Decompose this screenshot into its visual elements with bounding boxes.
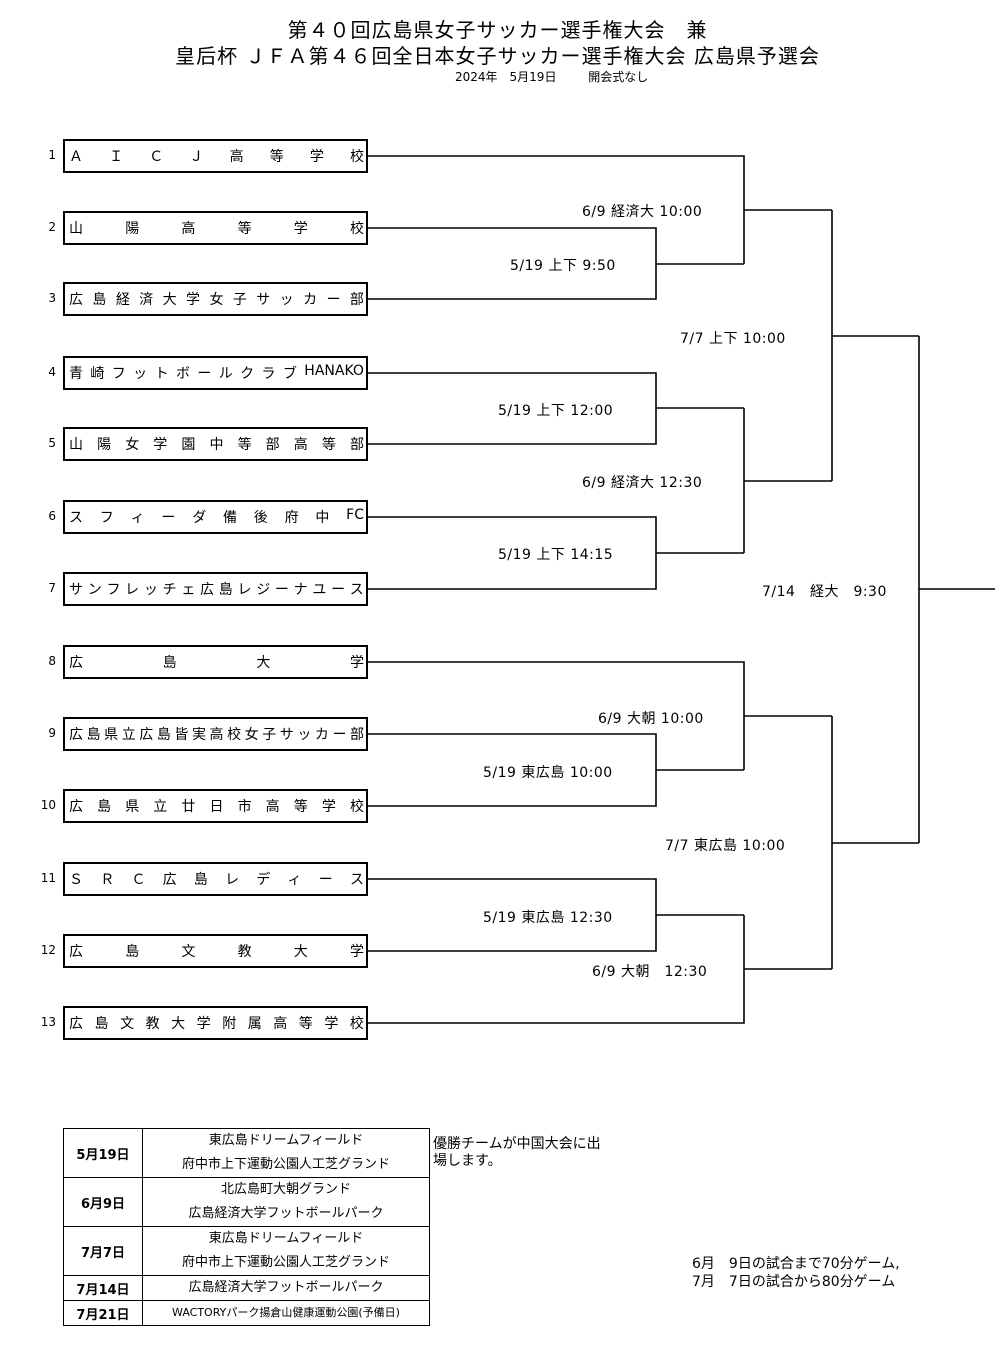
- team-number: 13: [40, 1015, 56, 1029]
- team-number: 1: [48, 148, 56, 162]
- venue-name: 東広島ドリームフィールド: [208, 1231, 364, 1246]
- match-label-winner-vs-13: 6/9 大朝 12:30: [592, 964, 708, 980]
- team-number: 5: [48, 436, 56, 450]
- match-label-4-vs-5: 5/19 上下 12:00: [498, 403, 614, 419]
- match-label-1-vs-winner: 6/9 経済大 10:00: [582, 204, 703, 220]
- venue-date: 5月19日: [63, 1128, 143, 1178]
- match-label-semi-top: 6/9 経済大 12:30: [582, 475, 703, 491]
- team-number: 3: [48, 291, 56, 305]
- game-length-line-2: 7月 7日の試合から80分ゲーム: [692, 1274, 896, 1290]
- venue-row: 7月7日東広島ドリームフィールド府中市上下運動公園人工芝グランド: [63, 1226, 430, 1276]
- team-name: 広島文教大学: [69, 944, 364, 960]
- team-box: 山陽高等学校: [63, 211, 368, 245]
- team-name: 山陽女学園中等部高等部: [69, 437, 364, 453]
- game-length-line-1: 6月 9日の試合まで70分ゲーム,: [692, 1256, 900, 1272]
- bracket-line: [368, 155, 745, 264]
- match-label-final: 7/14 経大 9:30: [762, 584, 887, 600]
- team-name: 広島経済大学女子サッカー部: [69, 292, 364, 308]
- team-number: 2: [48, 220, 56, 234]
- venue-date: 7月7日: [63, 1226, 143, 1276]
- subtitle: 2024年 5月19日 開会式なし: [455, 68, 676, 85]
- game-length-note: 6月 9日の試合まで70分ゲーム, 7月 7日の試合から80分ゲーム: [692, 1255, 900, 1291]
- venue-name: 府中市上下運動公園人工芝グランド: [181, 1157, 390, 1172]
- venue-names: 広島経済大学フットボールパーク: [142, 1275, 430, 1301]
- venue-names: WACTORYパーク揚倉山健康運動公園(予備日): [142, 1300, 430, 1326]
- team-box: 山陽女学園中等部高等部: [63, 427, 368, 461]
- venue-row: 7月21日 WACTORYパーク揚倉山健康運動公園(予備日): [63, 1300, 430, 1326]
- team-box: 広島県立廿日市高等学校: [63, 789, 368, 823]
- match-label-qf-top: 7/7 上下 10:00: [680, 331, 786, 347]
- bracket-line: [368, 661, 745, 770]
- venue-name: 広島経済大学フットボールパーク: [188, 1206, 384, 1221]
- venue-row: 5月19日東広島ドリームフィールド府中市上下運動公園人工芝グランド: [63, 1128, 430, 1178]
- team-number: 12: [40, 943, 56, 957]
- match-label-11-vs-12: 5/19 東広島 12:30: [483, 910, 613, 926]
- team-name: 広島文教大学附属高等学校: [69, 1016, 364, 1032]
- team-name: サンフレッチェ広島レジーナユース: [69, 582, 364, 598]
- match-label-6-vs-7: 5/19 上下 14:15: [498, 547, 614, 563]
- match-label-2-vs-3: 5/19 上下 9:50: [510, 258, 616, 274]
- title-line-2: 皇后杯 ＪＦＡ第４６回全日本女子サッカー選手権大会 広島県予選会: [175, 44, 820, 68]
- winner-note: 優勝チームが中国大会に出場します。: [433, 1136, 601, 1169]
- venue-name: 府中市上下運動公園人工芝グランド: [181, 1255, 390, 1270]
- team-number: 9: [48, 726, 56, 740]
- venue-name: 東広島ドリームフィールド: [208, 1133, 364, 1148]
- team-name: 山陽高等学校: [69, 221, 364, 237]
- team-box: サンフレッチェ広島レジーナユース: [63, 572, 368, 606]
- team-box: 広島文教大学: [63, 934, 368, 968]
- team-box: 広島経済大学女子サッカー部: [63, 282, 368, 316]
- venue-name: 北広島町大朝グランド: [220, 1182, 351, 1197]
- title-line-1: 第４０回広島県女子サッカー選手権大会 兼: [287, 18, 708, 42]
- team-name: 広島県立廿日市高等学校: [69, 799, 364, 815]
- team-box: 広島文教大学附属高等学校: [63, 1006, 368, 1040]
- team-number: 8: [48, 654, 56, 668]
- team-number: 11: [40, 871, 56, 885]
- match-label-qf-bottom: 7/7 東広島 10:00: [665, 838, 786, 854]
- team-number: 7: [48, 581, 56, 595]
- team-number: 10: [40, 798, 56, 812]
- venue-name: 広島経済大学フットボールパーク: [188, 1280, 384, 1295]
- tournament-date: 2024年 5月19日: [455, 70, 557, 84]
- team-box: 広島大学: [63, 645, 368, 679]
- team-name: 広島大学: [69, 655, 364, 671]
- bracket-lines: [368, 155, 995, 1024]
- bracket-line: [368, 915, 745, 1024]
- team-number: 4: [48, 365, 56, 379]
- team-name: 広島県立広島皆実高校女子サッカー部: [69, 727, 364, 743]
- team-number: 6: [48, 509, 56, 523]
- team-box: 広島県立広島皆実高校女子サッカー部: [63, 717, 368, 751]
- venue-name: WACTORYパーク揚倉山健康運動公園(予備日): [172, 1306, 400, 1319]
- venue-date: 6月9日: [63, 1177, 143, 1227]
- venue-date: 7月14日: [63, 1275, 143, 1301]
- venue-names: 東広島ドリームフィールド府中市上下運動公園人工芝グランド: [142, 1128, 430, 1178]
- venue-names: 東広島ドリームフィールド府中市上下運動公園人工芝グランド: [142, 1226, 430, 1276]
- venue-date: 7月21日: [63, 1300, 143, 1326]
- venue-row: 7月14日 広島経済大学フットボールパーク: [63, 1275, 430, 1301]
- match-label-8-vs-winner: 6/9 大朝 10:00: [598, 711, 704, 727]
- ceremony-note: 開会式なし: [588, 70, 649, 84]
- venue-names: 北広島町大朝グランド広島経済大学フットボールパーク: [142, 1177, 430, 1227]
- match-label-9-vs-10: 5/19 東広島 10:00: [483, 765, 613, 781]
- venue-row: 6月9日北広島町大朝グランド広島経済大学フットボールパーク: [63, 1177, 430, 1227]
